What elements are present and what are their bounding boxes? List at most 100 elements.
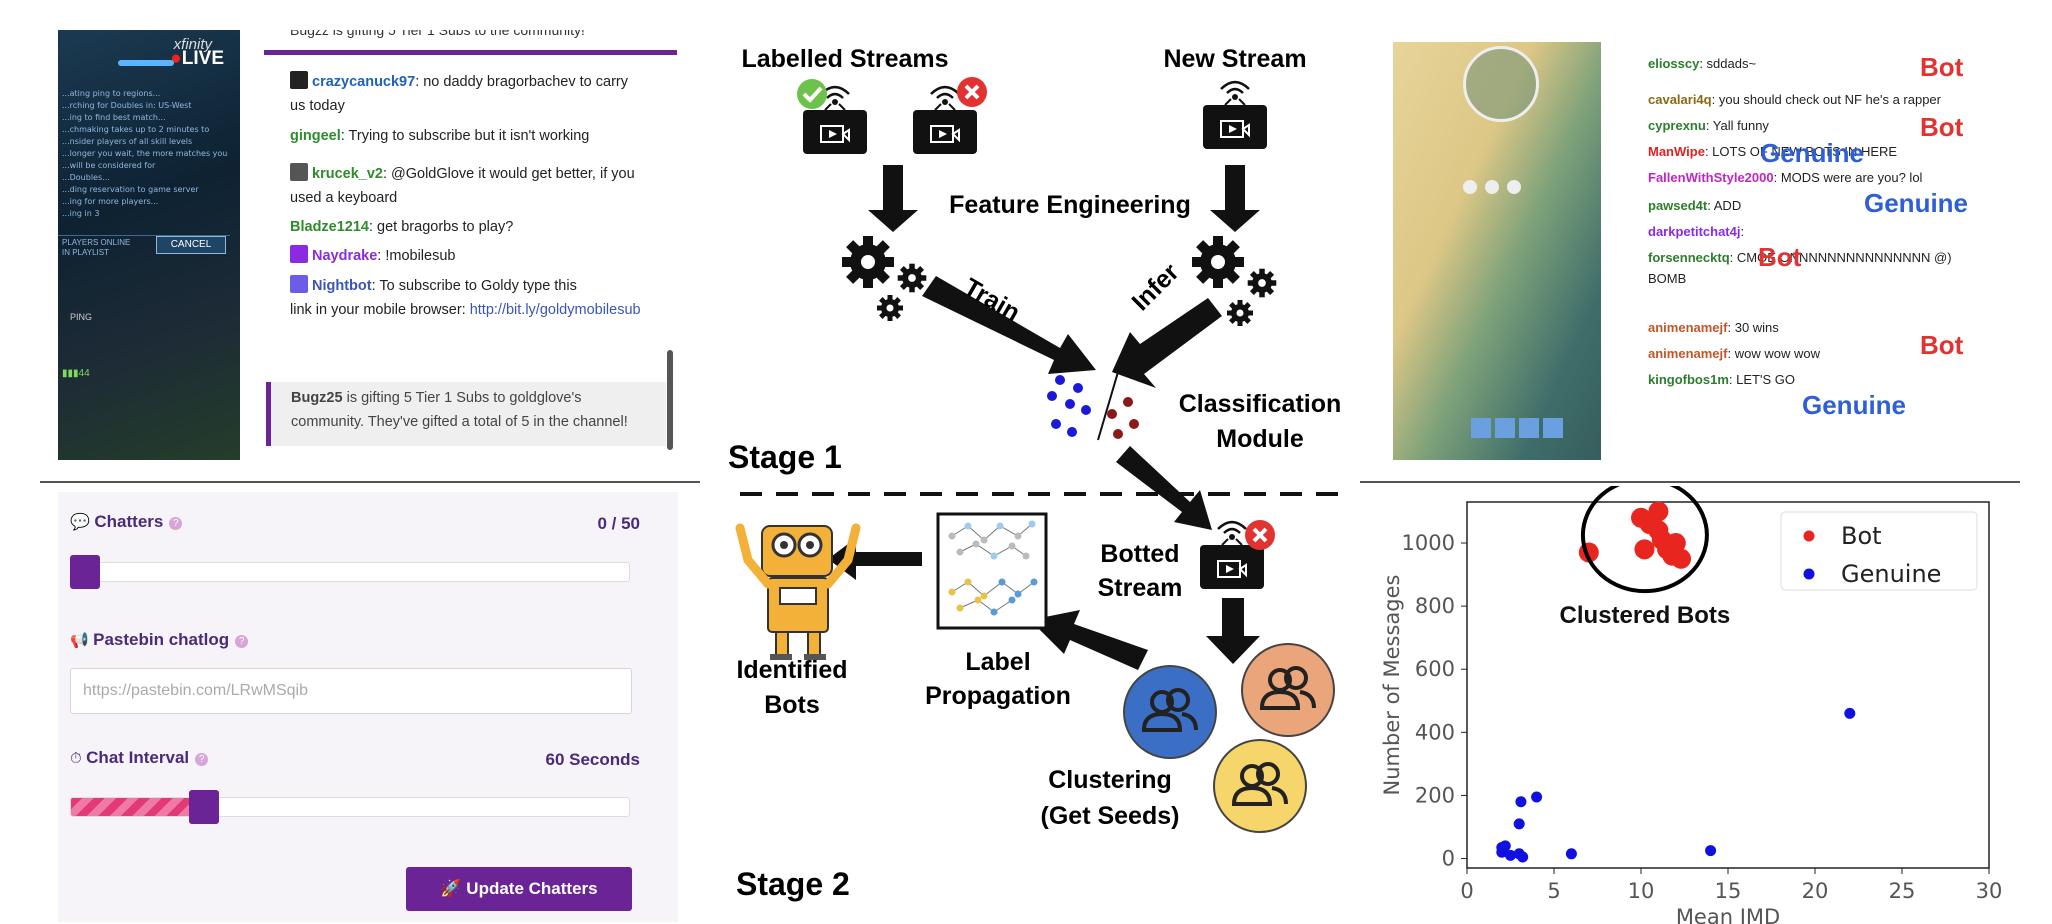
x-tick-label: 25 — [1889, 879, 1916, 903]
chat-username[interactable]: gingeel — [290, 128, 341, 144]
chat-text: : Yall funny — [1705, 118, 1769, 133]
genuine-point — [1705, 845, 1717, 857]
chat-username[interactable]: crazycanuck97 — [312, 74, 416, 90]
x-tick-label: 30 — [1976, 879, 2003, 903]
chat-username[interactable]: Nightbot — [312, 278, 372, 294]
chat-link[interactable]: http://bit.ly/goldymobilesub — [469, 302, 641, 318]
chat-text: : no daddy bragorbachev to carry — [415, 74, 628, 90]
cancel-button[interactable]: CANCEL — [156, 236, 226, 254]
pastebin-input[interactable]: https://pastebin.com/LRwMSqib — [70, 668, 632, 714]
x-tick-label: 5 — [1547, 879, 1560, 903]
chat-username[interactable]: cavalari4q — [1648, 92, 1712, 107]
sub-notice-cont: community. They've gifted a total of 5 i… — [291, 414, 628, 430]
chat-scrollbar[interactable] — [667, 350, 673, 450]
hud-icons — [1463, 180, 1545, 196]
chat-text: : LET'S GO — [1728, 372, 1795, 387]
arrow-down — [1206, 598, 1260, 664]
x-tick-label: 20 — [1802, 879, 1829, 903]
bot-point — [1648, 501, 1669, 522]
ping-value: ▮▮▮44 — [62, 368, 90, 379]
chat-text: : you should check out NF he's a rapper — [1711, 92, 1941, 107]
chat-message: FallenWithStyle2000: MODS were are you? … — [1648, 170, 1922, 185]
chat-text: : To subscribe to Goldy type this — [371, 278, 577, 294]
log-line: ...nsider players of all skill levels — [62, 137, 193, 146]
x-tick-label: 15 — [1715, 879, 1742, 903]
x-tick-label: 0 — [1460, 879, 1473, 903]
chat-text-cont: used a keyboard — [290, 190, 398, 206]
bots-label: Bots — [764, 691, 820, 719]
chatters-label: Chatters — [94, 512, 164, 531]
sub-notice-user[interactable]: Bugz25 — [291, 390, 343, 406]
classification-icon — [1047, 371, 1139, 441]
fortnite-screenshot — [1393, 42, 1601, 460]
chatters-slider-thumb[interactable] — [70, 555, 100, 589]
log-line: ...ating ping to regions... — [62, 89, 161, 98]
genuine-point — [1513, 818, 1525, 830]
interval-slider-track[interactable] — [70, 797, 630, 817]
new-stream-icon — [1201, 80, 1269, 151]
game-screenshot: xfinity ●LIVE ...ating ping to regions..… — [58, 30, 240, 460]
clustered-bots-annotation: Clustered Bots — [1560, 602, 1731, 629]
gear-icon — [1192, 236, 1244, 288]
legend-marker — [1803, 530, 1815, 542]
pastebin-label: Pastebin chatlog — [93, 630, 230, 649]
divider-left — [40, 481, 700, 483]
get-seeds-label: (Get Seeds) — [1041, 802, 1180, 830]
chat-message: ManWipe: LOTS OF NEW BOTS IN HERE — [1648, 144, 1897, 159]
bot-tag: Bot — [1920, 330, 1964, 360]
chat-username[interactable]: cyprexnu — [1648, 118, 1706, 133]
chatters-slider-track[interactable] — [70, 562, 630, 582]
help-icon[interactable]: ? — [235, 635, 249, 648]
x-axis-label: Mean IMD — [1676, 905, 1780, 924]
chat-message: pawsed4t: ADD — [1648, 198, 1741, 213]
chat-text: : @GoldGlove it would get better, if you — [382, 166, 635, 182]
chat-username[interactable]: pawsed4t — [1648, 198, 1708, 213]
chat-username[interactable]: Bladze1214 — [290, 219, 369, 235]
chat-username[interactable]: krucek_v2 — [312, 166, 383, 182]
minimap — [1463, 46, 1539, 122]
chat-username[interactable]: animenamejf — [1648, 320, 1728, 335]
chat-text: : MODS were are you? lol — [1773, 170, 1923, 185]
chat-username[interactable]: darkpetitchat4j — [1648, 224, 1741, 239]
pastebin-header: 📢 Pastebin chatlog? — [70, 630, 249, 650]
genuine-point — [1844, 707, 1856, 719]
chat-username[interactable]: FallenWithStyle2000 — [1648, 170, 1774, 185]
chat-username[interactable]: ManWipe — [1648, 144, 1705, 159]
divider — [58, 235, 230, 236]
interval-slider-fill — [71, 798, 206, 816]
gear-icon — [842, 236, 894, 288]
genuine-tag: Genuine — [1802, 390, 1907, 420]
chat-message: krucek_v2: @GoldGlove it would get bette… — [290, 162, 657, 210]
players-online: PLAYERS ONLINE — [62, 238, 131, 247]
gear-icon — [877, 295, 903, 321]
chat-username[interactable]: Naydrake — [312, 248, 378, 264]
chatters-header: 💬 Chatters? — [70, 512, 183, 532]
chat-username[interactable]: kingofbos1m — [1648, 372, 1729, 387]
pipeline-diagram: Labelled Streams New Stream Feature Engi… — [728, 45, 1341, 902]
chat-username[interactable]: animenamejf — [1648, 346, 1728, 361]
genuine-point — [1505, 849, 1516, 861]
in-playlist: IN PLAYLIST — [62, 248, 109, 257]
help-icon[interactable]: ? — [195, 753, 209, 766]
gear-icon — [897, 263, 927, 293]
interval-label: Chat Interval — [86, 748, 190, 767]
chat-text: : LOTS OF NEW BOTS IN HERE — [1704, 144, 1898, 159]
arrow-to-botted — [1116, 446, 1212, 530]
module-label: Module — [1216, 425, 1304, 453]
update-chatters-button[interactable]: 🚀 Update Chatters — [406, 867, 632, 911]
arrow-down — [1210, 165, 1260, 232]
robot-icon — [735, 523, 861, 660]
log-line: ...rching for Doubles in: US-West — [62, 101, 192, 110]
y-tick-label: 0 — [1442, 847, 1455, 871]
chat-message: animenamejf: wow wow wow — [1648, 346, 1820, 361]
brand-logo: xfinity — [173, 36, 212, 53]
log-line: ...chmaking takes up to 2 minutes to — [62, 125, 210, 134]
chat-username[interactable]: eliosscy — [1648, 56, 1700, 71]
help-icon[interactable]: ? — [169, 517, 183, 530]
log-line: ...ing in 3 — [62, 209, 100, 218]
interval-slider-thumb[interactable] — [189, 790, 220, 824]
y-axis-label: Number of Messages — [1380, 575, 1404, 796]
interval-value: 60 Seconds — [545, 750, 641, 769]
chat-username[interactable]: forsennecktq — [1648, 250, 1730, 265]
